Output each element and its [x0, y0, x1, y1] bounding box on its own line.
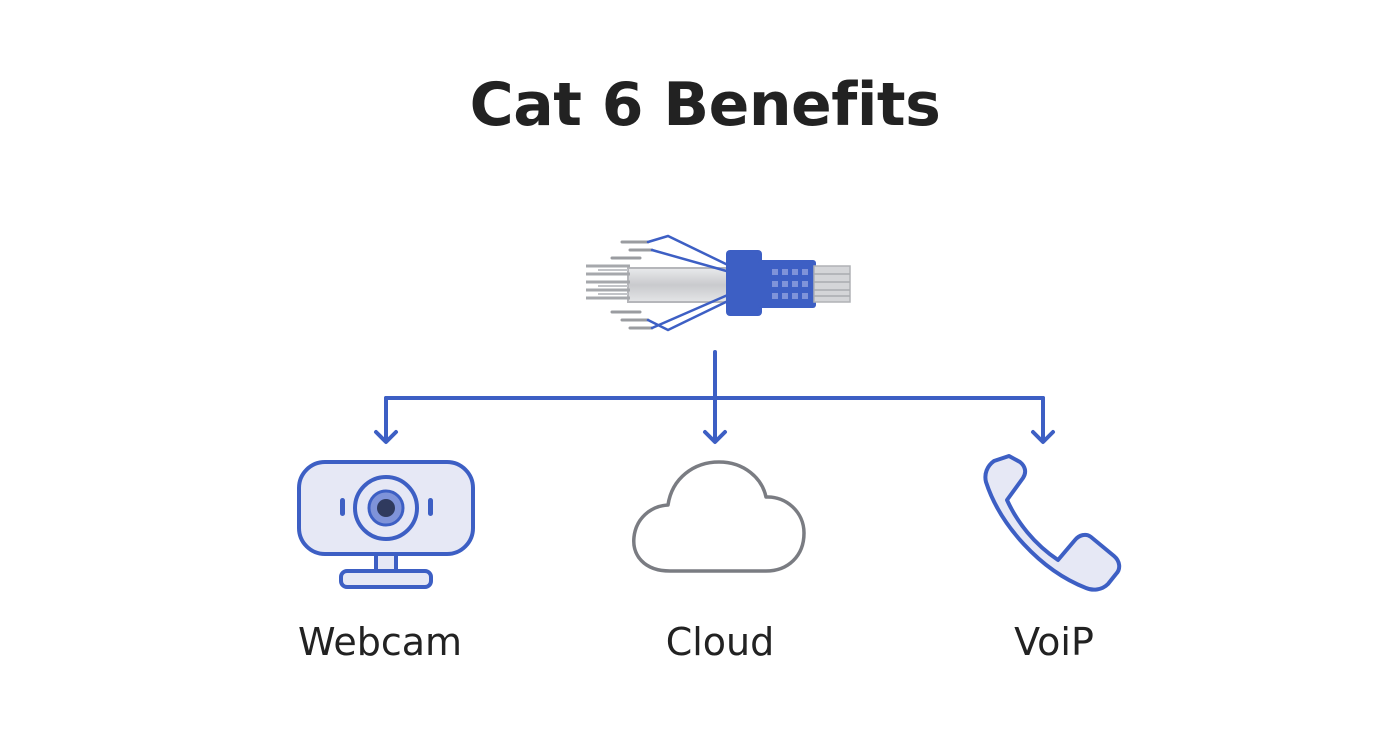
ethernet-cable-icon	[586, 234, 851, 332]
cloud-label: Cloud	[665, 620, 775, 664]
connector-lines	[384, 350, 1045, 442]
webcam-label: Webcam	[297, 620, 463, 664]
voip-label: VoiP	[1014, 620, 1094, 664]
arrowhead-cloud	[703, 430, 727, 444]
arrowhead-voip	[1031, 430, 1055, 444]
arrowhead-webcam	[374, 430, 398, 444]
phone-icon	[983, 454, 1122, 592]
diagram-title: Cat 6 Benefits	[469, 70, 941, 140]
cloud-icon	[632, 460, 806, 573]
webcam-icon	[297, 460, 475, 589]
